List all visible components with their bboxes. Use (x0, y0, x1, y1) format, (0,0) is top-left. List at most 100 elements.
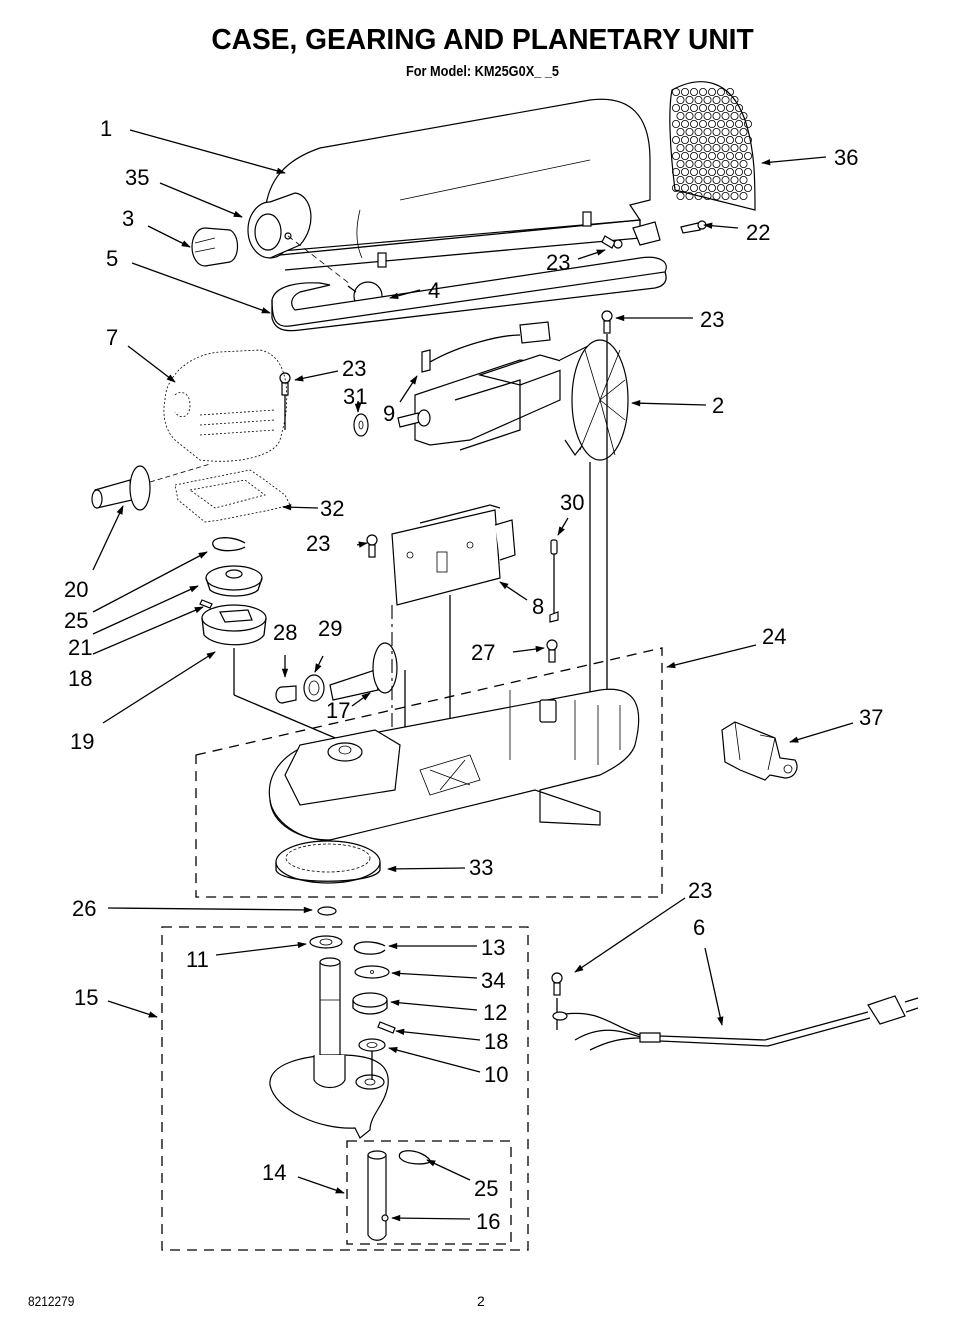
vent-mesh-cell (744, 135, 753, 144)
washer-11-drawing (309, 935, 343, 949)
callout-11: 11 (186, 947, 209, 972)
callout-labels: 1 35 3 5 4 36 22 23 23 23 7 2 9 31 32 30… (64, 116, 883, 1234)
callout-25-b: 25 (474, 1176, 498, 1201)
vent-mesh-cell (672, 151, 681, 160)
vent-mesh-cell (708, 120, 717, 129)
callout-37: 37 (859, 705, 883, 730)
vent-mesh-cell (726, 135, 735, 144)
vent-mesh-cell (685, 127, 694, 136)
vent-mesh-cell (676, 143, 685, 152)
vent-mesh-cell (726, 104, 735, 113)
callout-2: 2 (712, 393, 724, 418)
strain-relief-drawing (721, 721, 798, 781)
vent-mesh-cell (690, 104, 699, 113)
vent-mesh-cell (708, 151, 717, 160)
vent-mesh-cell (703, 191, 712, 200)
vent-mesh-cell (672, 135, 681, 144)
vent-mesh-cell (672, 104, 681, 113)
callout-23-b: 23 (700, 307, 724, 332)
vent-mesh-cell (739, 159, 748, 168)
callout-17: 17 (326, 698, 350, 723)
vent-mesh-cell (726, 167, 735, 176)
vent-mesh-cell (672, 120, 681, 129)
vent-mesh-cell (694, 191, 703, 200)
callout-36: 36 (834, 145, 858, 170)
vent-mesh-cell (730, 191, 739, 200)
vent-mesh-cell (676, 175, 685, 184)
callout-28: 28 (273, 620, 297, 645)
vent-mesh-cell (699, 120, 708, 129)
callout-23-e: 23 (688, 878, 712, 903)
vent-mesh-cell (703, 175, 712, 184)
vent-mesh-cell (721, 159, 730, 168)
callout-12: 12 (483, 1000, 507, 1025)
callout-32: 32 (320, 496, 344, 521)
hub-cover-drawing (191, 227, 239, 267)
vent-mesh-cell (730, 175, 739, 184)
vent-mesh-cell (681, 135, 690, 144)
vent-mesh-cell (730, 127, 739, 136)
pin-18-drawing (377, 1021, 396, 1034)
vent-mesh-cell (735, 183, 744, 192)
model-subtitle: For Model: KM25G0X_ _5 (405, 63, 560, 80)
vent-mesh-cell (690, 151, 699, 160)
page-number: 2 (477, 1293, 485, 1309)
callout-7: 7 (106, 325, 118, 350)
washer-10-drawing (358, 1038, 386, 1052)
vent-mesh-cell (676, 96, 685, 105)
callout-29: 29 (318, 616, 342, 641)
callout-15: 15 (74, 985, 98, 1010)
vent-mesh-cell (717, 88, 726, 97)
screw-23a-drawing (601, 235, 623, 249)
ring-gear-drawing (275, 840, 381, 884)
vent-mesh-cell (717, 120, 726, 129)
vent-mesh-cell (694, 96, 703, 105)
beater-shaft-dashed-box (346, 1140, 512, 1245)
vent-mesh-cell (672, 88, 681, 97)
vent-mesh-cell (744, 183, 753, 192)
vent-mesh-cell (712, 175, 721, 184)
callout-22: 22 (746, 220, 770, 245)
vent-mesh-cell (712, 96, 721, 105)
vent-mesh-cell (721, 143, 730, 152)
screw-23d-drawing (366, 534, 378, 558)
wire-30-drawing (549, 539, 559, 623)
thrust-bearing-drawing (275, 685, 297, 704)
callout-25-a: 25 (64, 608, 88, 633)
vent-mesh-cell (681, 104, 690, 113)
vent-mesh-cell (708, 135, 717, 144)
screw-23b-drawing (601, 310, 613, 334)
vent-mesh-cell (708, 167, 717, 176)
vent-mesh-cell (685, 175, 694, 184)
document-number: 8212279 (28, 1293, 75, 1309)
vent-mesh-cell (721, 175, 730, 184)
bevel-gear-drawing (205, 565, 263, 597)
vent-mesh-cell (739, 112, 748, 121)
vent-mesh-cell (735, 120, 744, 129)
screw-27-drawing (546, 639, 558, 663)
callout-6: 6 (693, 915, 705, 940)
callout-18-b: 18 (484, 1029, 508, 1054)
vent-mesh-cell (726, 88, 735, 97)
vent-mesh-cell (676, 159, 685, 168)
vent-mesh-cell (708, 183, 717, 192)
vent-mesh-cell (690, 183, 699, 192)
callout-21: 21 (68, 635, 92, 660)
motor-drawing (397, 334, 629, 700)
retaining-ring-13-drawing (353, 941, 386, 955)
vent-mesh-cell (694, 112, 703, 121)
vent-mesh-cell (699, 88, 708, 97)
vent-mesh-cell (744, 167, 753, 176)
vent-mesh-cell (712, 143, 721, 152)
vent-mesh-cell (730, 96, 739, 105)
planetary-dashed-box (161, 926, 529, 1251)
vent-mesh-cell (676, 112, 685, 121)
callout-18-a: 18 (68, 666, 92, 691)
vent-mesh-cell (685, 112, 694, 121)
callout-5: 5 (106, 246, 118, 271)
vent-mesh-cell (721, 191, 730, 200)
vent-mesh-cell (690, 167, 699, 176)
callout-13: 13 (481, 935, 505, 960)
callout-19: 19 (70, 729, 94, 754)
